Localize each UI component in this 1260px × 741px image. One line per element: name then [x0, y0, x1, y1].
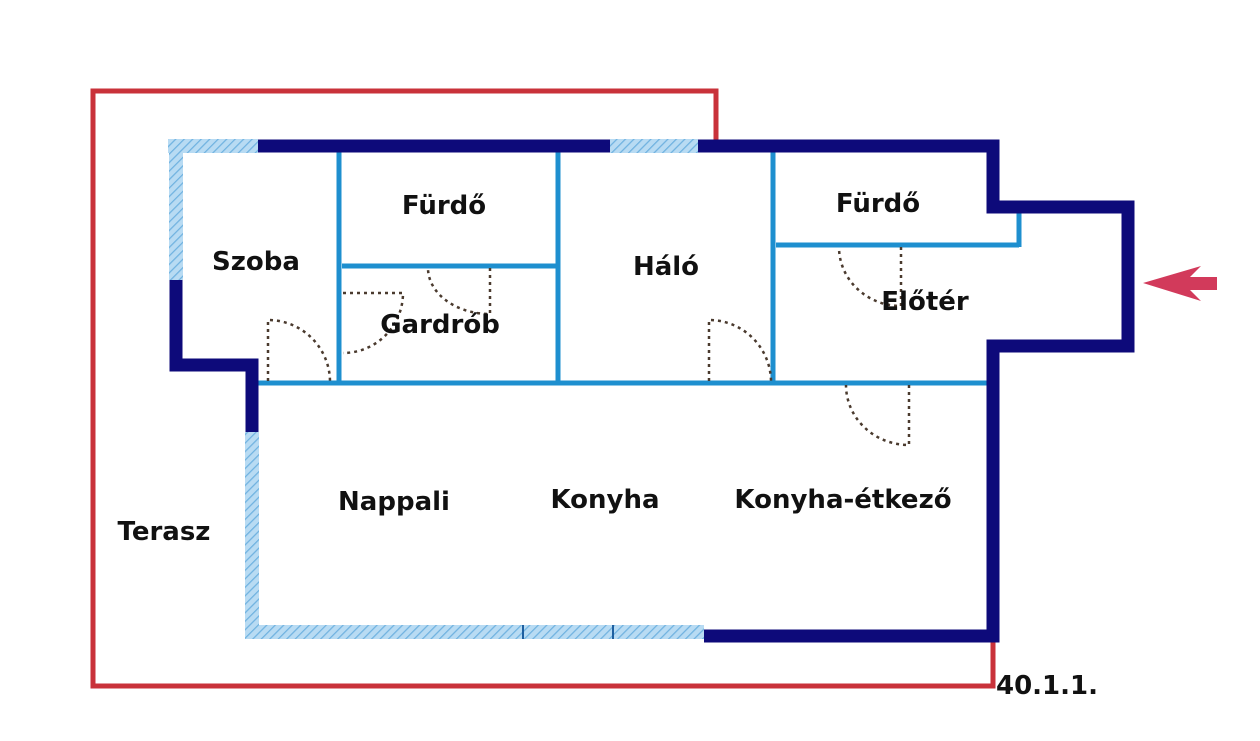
room-label-furdo-right: Fürdő — [836, 189, 920, 219]
room-label-konyha: Konyha — [550, 485, 659, 515]
windows — [168, 139, 704, 639]
terrace-outline — [90, 88, 996, 689]
window-top-middle — [610, 139, 698, 153]
unit-code: 40.1.1. — [996, 671, 1098, 701]
room-label-eloter: Előtér — [881, 287, 969, 317]
room-label-furdo-left: Fürdő — [402, 191, 486, 221]
room-label-nappali: Nappali — [338, 487, 450, 517]
room-label-konyha-etkezo: Konyha-étkező — [734, 485, 951, 515]
door-konyha-etkezo — [844, 384, 911, 447]
door-szoba — [266, 318, 332, 382]
door-furdo-left — [426, 267, 492, 316]
door-furdo-right — [837, 246, 903, 308]
window-living-bottom — [245, 625, 704, 639]
room-label-gardrob: Gardrób — [380, 310, 500, 340]
doors — [266, 246, 911, 447]
door-gardrob — [342, 291, 405, 355]
inner-walls — [258, 146, 1022, 386]
window-left — [169, 153, 183, 280]
room-label-szoba: Szoba — [212, 247, 300, 277]
door-halo — [707, 318, 773, 382]
room-label-halo: Háló — [633, 252, 699, 282]
window-living-side — [245, 432, 259, 632]
room-label-terasz: Terasz — [118, 517, 211, 547]
outer-walls — [169, 139, 1135, 643]
window-top-left — [168, 139, 258, 153]
entrance-arrow-icon — [1143, 266, 1217, 301]
